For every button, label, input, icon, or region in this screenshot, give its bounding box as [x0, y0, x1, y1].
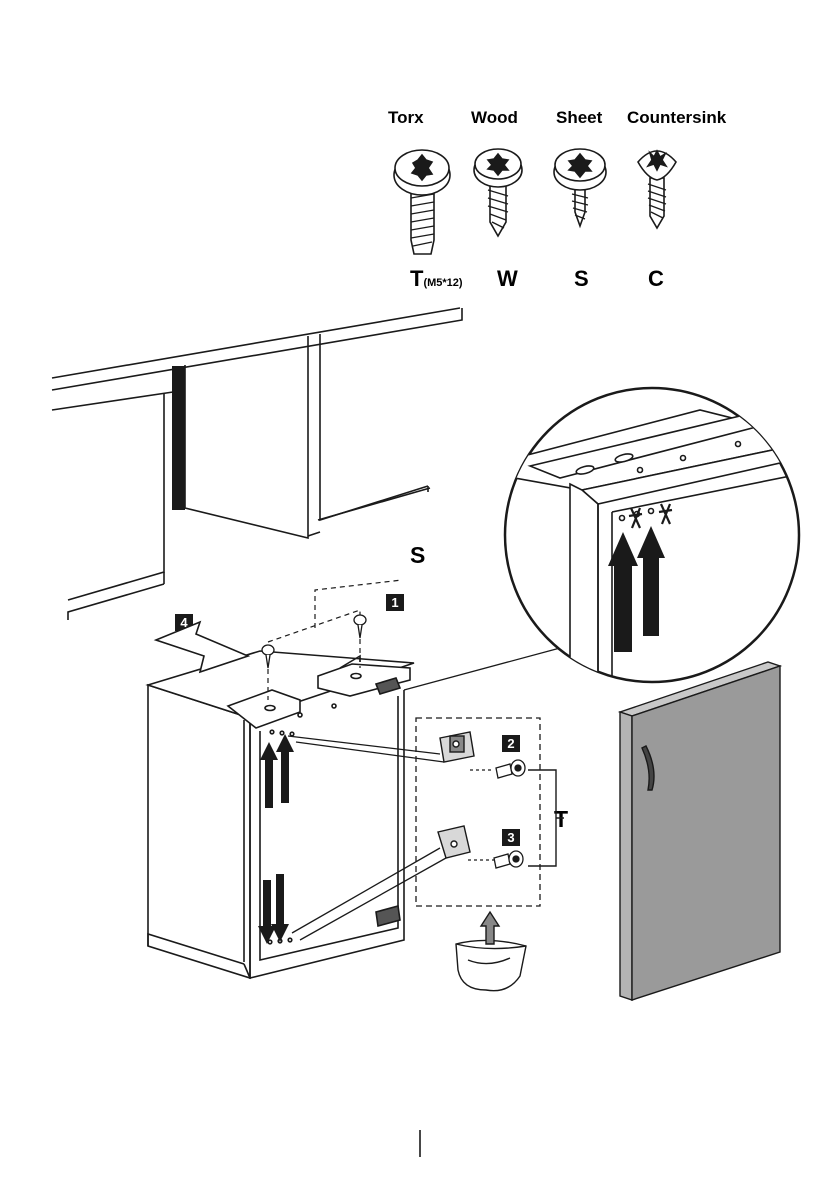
accessory-bag-icon: [456, 912, 526, 991]
sheet-screws-icon: [262, 615, 366, 668]
wrong-hole-marks: [629, 504, 672, 528]
detail-up-arrows: [608, 526, 665, 652]
upper-hinge-icon: [440, 732, 474, 762]
detail-magnifier: [470, 388, 820, 700]
step-badge-1: 1: [386, 594, 404, 611]
screw-guide-lines: [268, 580, 402, 700]
countersink-screw-icon: [638, 151, 676, 228]
screw-code-wood: W: [497, 266, 518, 292]
hinge-kit-box: [416, 718, 540, 906]
screw-code-countersink: C: [648, 266, 664, 292]
screw-type-torx-label: Torx: [388, 108, 424, 128]
direction-arrows-icon: [258, 734, 294, 944]
screw-code-torx: T(M5*12): [410, 266, 463, 292]
slide-arrow-icon: [156, 622, 248, 672]
callout-sheet-screw: S: [410, 542, 425, 569]
callout-torx-screw: T: [554, 806, 568, 833]
torx-screw-icon: [394, 150, 450, 254]
kitchen-cabinet: [52, 308, 462, 620]
appliance-body: [148, 651, 414, 978]
screw-type-sheet-label: Sheet: [556, 108, 602, 128]
screw-code-torx-letter: T: [410, 266, 423, 291]
screw-code-sheet: S: [574, 266, 589, 292]
sheet-screw-icon: [554, 149, 606, 226]
door-handle-icon: [642, 746, 654, 790]
step-badge-3: 3: [502, 829, 520, 846]
lower-hinge-icon: [438, 826, 470, 858]
step-badge-2: 2: [502, 735, 520, 752]
step-badge-4: 4: [175, 614, 193, 631]
screw-code-torx-spec: (M5*12): [423, 277, 462, 289]
hinge-torx-screws-icon: [468, 760, 525, 868]
wood-screw-icon: [474, 149, 522, 236]
screw-type-countersink-label: Countersink: [627, 108, 726, 128]
screw-type-wood-label: Wood: [471, 108, 518, 128]
hinge-leader-lines: [288, 648, 560, 940]
appliance-door: [620, 662, 780, 1000]
